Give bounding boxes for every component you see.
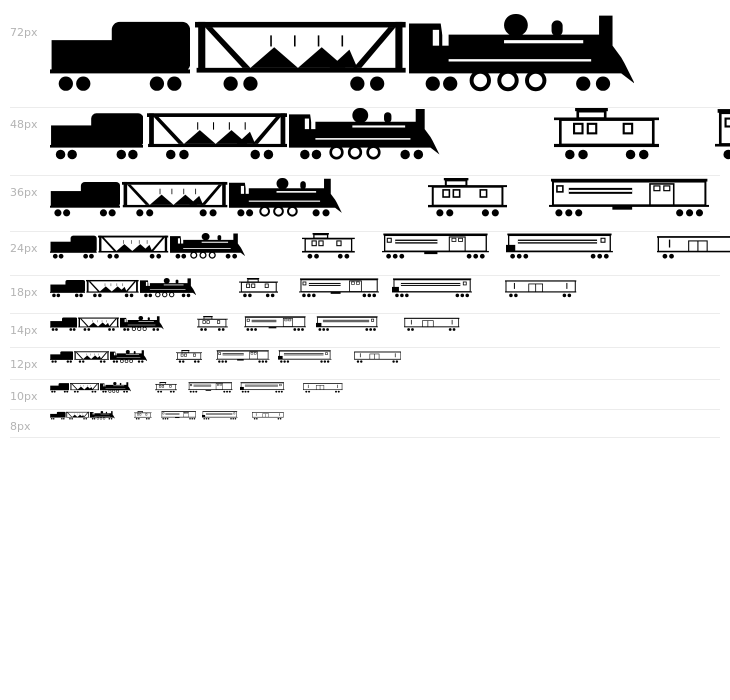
tender-icon	[50, 235, 97, 259]
passenger-coach-icon	[243, 316, 307, 331]
tender-icon	[50, 317, 78, 331]
row-divider	[10, 347, 720, 348]
tender-icon	[50, 113, 144, 160]
glyph-row	[50, 382, 730, 393]
glyph-row	[50, 316, 730, 332]
size-label: 36px	[10, 186, 38, 199]
passenger-coach-icon	[188, 382, 234, 393]
glyph-row	[50, 350, 730, 363]
passenger-coach-icon	[216, 350, 270, 363]
boxcar-icon	[505, 280, 577, 298]
passenger-coach-vestibule-icon	[278, 350, 332, 363]
hopper-car-icon	[98, 235, 169, 259]
steam-locomotive-icon	[139, 278, 197, 298]
glyph-row	[50, 411, 730, 420]
passenger-coach-vestibule-icon	[316, 316, 379, 331]
tender-icon	[50, 279, 86, 298]
passenger-coach-icon	[160, 411, 197, 420]
glyph-row	[50, 178, 730, 218]
row-divider	[10, 275, 720, 276]
hopper-car-icon	[66, 411, 90, 420]
caboose-icon	[553, 108, 660, 160]
caboose-icon	[196, 316, 228, 331]
glyph-row	[50, 108, 730, 161]
steam-locomotive-icon	[89, 411, 115, 420]
steam-locomotive-icon	[169, 233, 245, 259]
passenger-coach-vestibule-icon	[202, 411, 238, 420]
caboose-icon	[301, 233, 355, 259]
size-label: 72px	[10, 26, 38, 39]
size-label: 18px	[10, 286, 38, 299]
glyph-row	[50, 233, 730, 259]
size-label: 14px	[10, 324, 38, 337]
caboose-icon	[175, 350, 203, 363]
size-label: 24px	[10, 242, 38, 255]
passenger-coach-vestibule-icon	[392, 278, 473, 298]
caboose-icon	[238, 278, 279, 298]
caboose-icon	[154, 382, 177, 393]
row-divider	[10, 379, 720, 380]
boxcar-icon	[404, 317, 460, 331]
steam-locomotive-icon	[99, 382, 132, 393]
tender-icon	[50, 383, 70, 393]
passenger-coach-icon	[299, 278, 380, 298]
hopper-car-icon	[70, 383, 100, 393]
tender-icon	[50, 181, 121, 217]
caboose-icon	[427, 178, 507, 217]
size-label: 10px	[10, 390, 38, 403]
boxcar-icon	[303, 383, 343, 393]
row-divider	[10, 409, 720, 410]
steam-locomotive-icon	[119, 316, 164, 332]
tender-icon	[50, 411, 66, 420]
glyph-row	[50, 278, 730, 298]
glyph-row	[50, 14, 730, 93]
passenger-coach-icon	[382, 233, 490, 259]
steam-locomotive-icon	[109, 350, 148, 363]
steam-locomotive-icon	[229, 178, 343, 217]
row-divider	[10, 313, 720, 314]
boxcar-icon	[353, 351, 402, 363]
size-label: 12px	[10, 358, 38, 371]
size-label: 8px	[10, 420, 31, 433]
boxcar-icon	[657, 236, 730, 259]
row-divider	[10, 107, 720, 108]
passenger-coach-vestibule-icon	[506, 233, 614, 259]
hopper-car-icon	[78, 317, 120, 331]
passenger-coach-icon	[548, 178, 709, 217]
caboose-icon	[133, 411, 152, 420]
tender-icon	[50, 21, 191, 91]
steam-locomotive-icon	[408, 14, 635, 92]
hopper-car-icon	[146, 113, 288, 160]
steam-locomotive-icon	[289, 108, 440, 160]
row-divider	[10, 437, 720, 438]
row-divider	[10, 175, 720, 176]
passenger-coach-vestibule-icon	[240, 382, 285, 393]
tender-icon	[50, 351, 74, 363]
size-label: 48px	[10, 118, 38, 131]
hopper-car-icon	[74, 351, 110, 363]
row-divider	[10, 231, 720, 232]
hopper-car-icon	[86, 279, 139, 298]
boxcar-icon	[252, 412, 285, 420]
passenger-coach-icon	[714, 109, 730, 160]
hopper-car-icon	[194, 21, 406, 91]
hopper-car-icon	[122, 181, 228, 217]
